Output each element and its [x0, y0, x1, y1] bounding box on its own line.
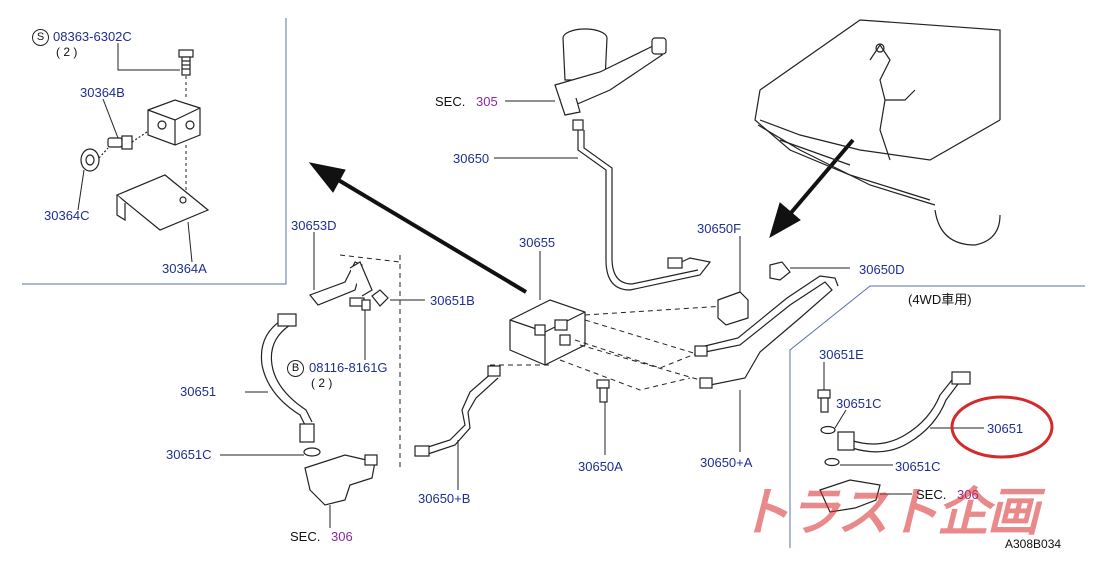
- label-30650-top: 30650: [453, 151, 490, 166]
- label-30650-plus-a: 30650+A: [700, 455, 753, 470]
- label-4wd-note: (4WD車用): [908, 292, 972, 307]
- label-30651B: 30651B: [430, 293, 475, 308]
- label-sec306-right-num: 306: [957, 487, 979, 502]
- label-bolt-top-part: 08363-6302C: [53, 29, 132, 44]
- washer-30651C-r1: [820, 425, 836, 435]
- label-30650-plus-b: 30650+B: [418, 491, 471, 506]
- label-30364B: 30364B: [80, 85, 125, 100]
- watermark-logo: トラスト企画: [738, 482, 1039, 543]
- car-outline: [754, 19, 1001, 246]
- label-sec306-left-prefix: SEC.: [290, 529, 321, 544]
- highlight-circle: [950, 395, 1054, 459]
- pipe-30650-plus-a: [694, 275, 839, 389]
- junction-block-30655: [509, 299, 586, 366]
- label-30651C-r2: 30651C: [895, 459, 941, 474]
- label-30364C: 30364C: [44, 208, 90, 223]
- label-30655: 30655: [519, 235, 556, 250]
- fitting-30364B: [107, 131, 148, 150]
- label-30364A: 30364A: [162, 261, 207, 276]
- slave-cylinder-right: [819, 479, 881, 513]
- bolt-mid-marker: B: [287, 360, 304, 377]
- clip-30651B: [371, 289, 389, 307]
- washer-30651C-left: [303, 447, 321, 457]
- label-sec306-right-prefix: SEC.: [916, 487, 947, 502]
- label-bolt-top-qty: ( 2 ): [56, 45, 78, 59]
- washer-30651C-r2: [824, 457, 840, 467]
- bolt-top-drawing: [178, 49, 194, 76]
- inset-frame-4wd: [789, 285, 1085, 548]
- clip-30650F: [717, 291, 749, 326]
- arrow-to-car: [769, 138, 855, 239]
- arrow-upper-left: [308, 162, 528, 294]
- label-30651E: 30651E: [819, 347, 864, 362]
- pipe-30650-plus-b: [414, 365, 501, 457]
- bolt-30650A: [596, 379, 610, 403]
- bracket-30653D: [309, 261, 373, 311]
- washer-30364C: [80, 147, 109, 172]
- label-30650F: 30650F: [697, 221, 742, 236]
- label-sec305-prefix: SEC.: [435, 94, 466, 109]
- master-cylinder: [554, 28, 667, 116]
- diagram-code: A308B034: [1005, 537, 1062, 551]
- label-sec306-left-num: 306: [331, 529, 353, 544]
- label-30650A: 30650A: [578, 459, 623, 474]
- label-30651C-r1: 30651C: [836, 396, 882, 411]
- label-bolt-mid-qty: ( 2 ): [311, 376, 333, 390]
- bolt-top-marker: S: [32, 29, 49, 46]
- bolt-30651E: [817, 389, 831, 413]
- plate-30364A: [115, 174, 210, 231]
- hose-30651-left: [260, 313, 315, 443]
- inset-frame-top-left: [22, 18, 287, 285]
- slave-cylinder-left: [304, 454, 378, 506]
- pipe-30650-top: [572, 119, 712, 291]
- label-30650D: 30650D: [859, 262, 905, 277]
- label-30651-right: 30651: [987, 421, 1024, 436]
- clip-30650D: [769, 261, 791, 281]
- label-sec305-num: 305: [476, 94, 498, 109]
- bracket-30364B: [147, 99, 201, 146]
- hose-30651-right: [837, 371, 971, 453]
- label-30651-left: 30651: [180, 384, 217, 399]
- label-bolt-mid-part: 08116-8161G: [309, 360, 388, 375]
- label-30651C-left: 30651C: [166, 447, 212, 462]
- label-30653D: 30653D: [291, 218, 337, 233]
